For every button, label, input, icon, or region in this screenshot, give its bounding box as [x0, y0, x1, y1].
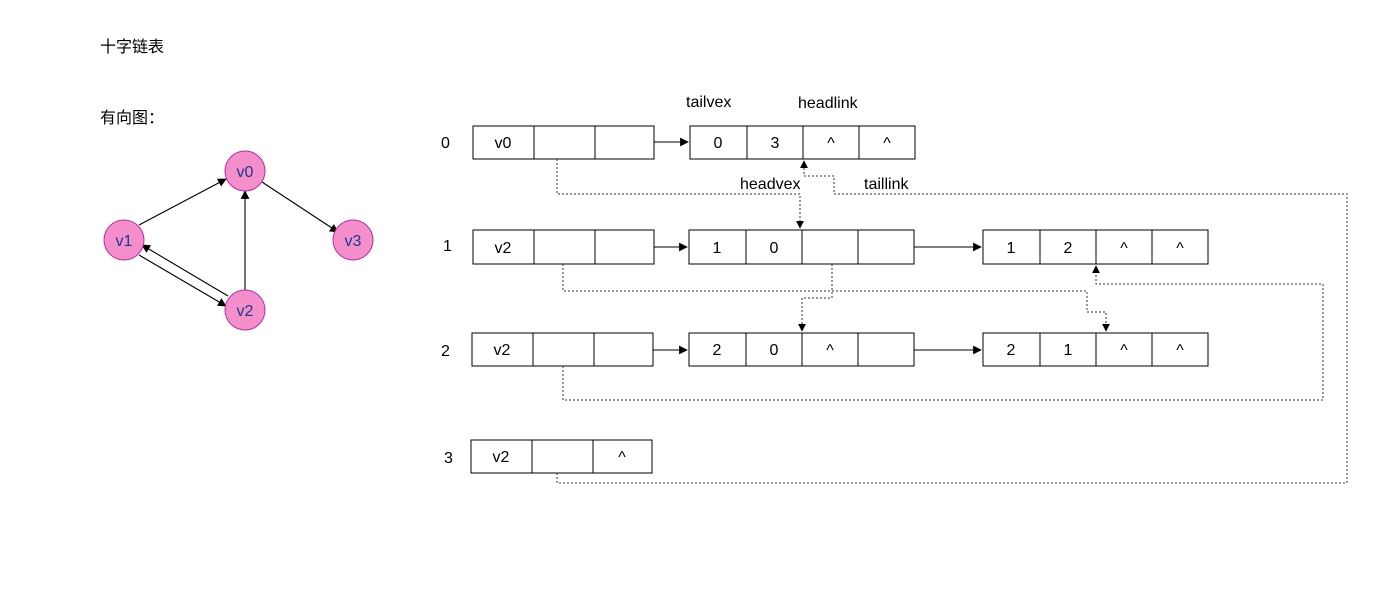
graph-edges	[138, 178, 339, 307]
vertex-data: v0	[495, 135, 512, 152]
graph-node-v1: v1	[103, 219, 145, 261]
node-label: v2	[237, 303, 254, 320]
label-headlink: headlink	[798, 95, 859, 112]
diagram-title: 十字链表	[100, 37, 164, 56]
arc-node-2-0: 2 0 ^	[688, 332, 915, 367]
graph-node-v0: v0	[224, 150, 266, 192]
vertex-firstout: ^	[618, 449, 626, 466]
dashed-arc10-headlink	[798, 264, 833, 332]
vertex-data: v2	[493, 449, 510, 466]
arc-tailvex: 1	[1007, 240, 1016, 257]
edge-v1-v0	[138, 178, 227, 226]
label-headvex: headvex	[740, 176, 801, 193]
arc-taillink: ^	[1176, 342, 1184, 359]
arc-node-1-2: 1 2 ^ ^	[982, 229, 1209, 265]
dashed-v3-firstin	[556, 160, 1348, 484]
arc-taillink: ^	[1176, 240, 1184, 257]
arc-headlink: ^	[826, 342, 834, 359]
vertex-row-2: v2	[471, 332, 654, 367]
row-index-0: 0	[441, 135, 450, 152]
arc-node-2-1: 2 1 ^ ^	[982, 332, 1209, 367]
arc-tailvex: 2	[1007, 342, 1016, 359]
row-index-3: 3	[444, 450, 453, 467]
arc-headlink: ^	[1120, 342, 1128, 359]
graph-node-v2: v2	[224, 289, 266, 331]
edge-v0-v3	[261, 181, 339, 233]
vertex-row-0: v0	[472, 125, 655, 160]
row-index-1: 1	[443, 238, 452, 255]
node-label: v0	[237, 164, 254, 181]
row-index-2: 2	[441, 343, 450, 360]
in-arrows	[556, 159, 1348, 484]
graph-node-v3: v3	[332, 219, 374, 261]
arc-headvex: 2	[1064, 240, 1073, 257]
dashed-v0-firstin	[556, 159, 804, 229]
dashed-v2-firstin	[562, 265, 1324, 401]
vertex-row-3: v2 ^	[470, 439, 653, 474]
arc-node-1-0: 1 0	[688, 229, 915, 265]
node-label: v1	[116, 233, 133, 250]
arc-headlink: ^	[1120, 240, 1128, 257]
arc-headlink: ^	[827, 135, 835, 152]
node-label: v3	[345, 233, 362, 250]
arc-tailvex: 1	[713, 240, 722, 257]
arc-headvex: 0	[770, 240, 779, 257]
arc-node-0-3: 0 3 ^ ^	[689, 125, 916, 160]
arc-headvex: 1	[1064, 342, 1073, 359]
vertex-data: v2	[494, 342, 511, 359]
graph-subtitle: 有向图：	[100, 108, 164, 127]
arc-tailvex: 0	[714, 135, 723, 152]
vertex-row-1: v2	[472, 229, 655, 265]
arc-tailvex: 2	[713, 342, 722, 359]
dashed-v1-firstin	[562, 264, 1110, 332]
edge-v2-v1	[141, 244, 229, 297]
vertex-data: v2	[495, 240, 512, 257]
label-tailvex: tailvex	[686, 94, 731, 111]
arc-headvex: 0	[770, 342, 779, 359]
edge-v1-v2	[138, 254, 227, 307]
out-arrows	[653, 137, 982, 355]
label-taillink: taillink	[864, 176, 909, 193]
arc-headvex: 3	[771, 135, 780, 152]
arc-taillink: ^	[883, 135, 891, 152]
